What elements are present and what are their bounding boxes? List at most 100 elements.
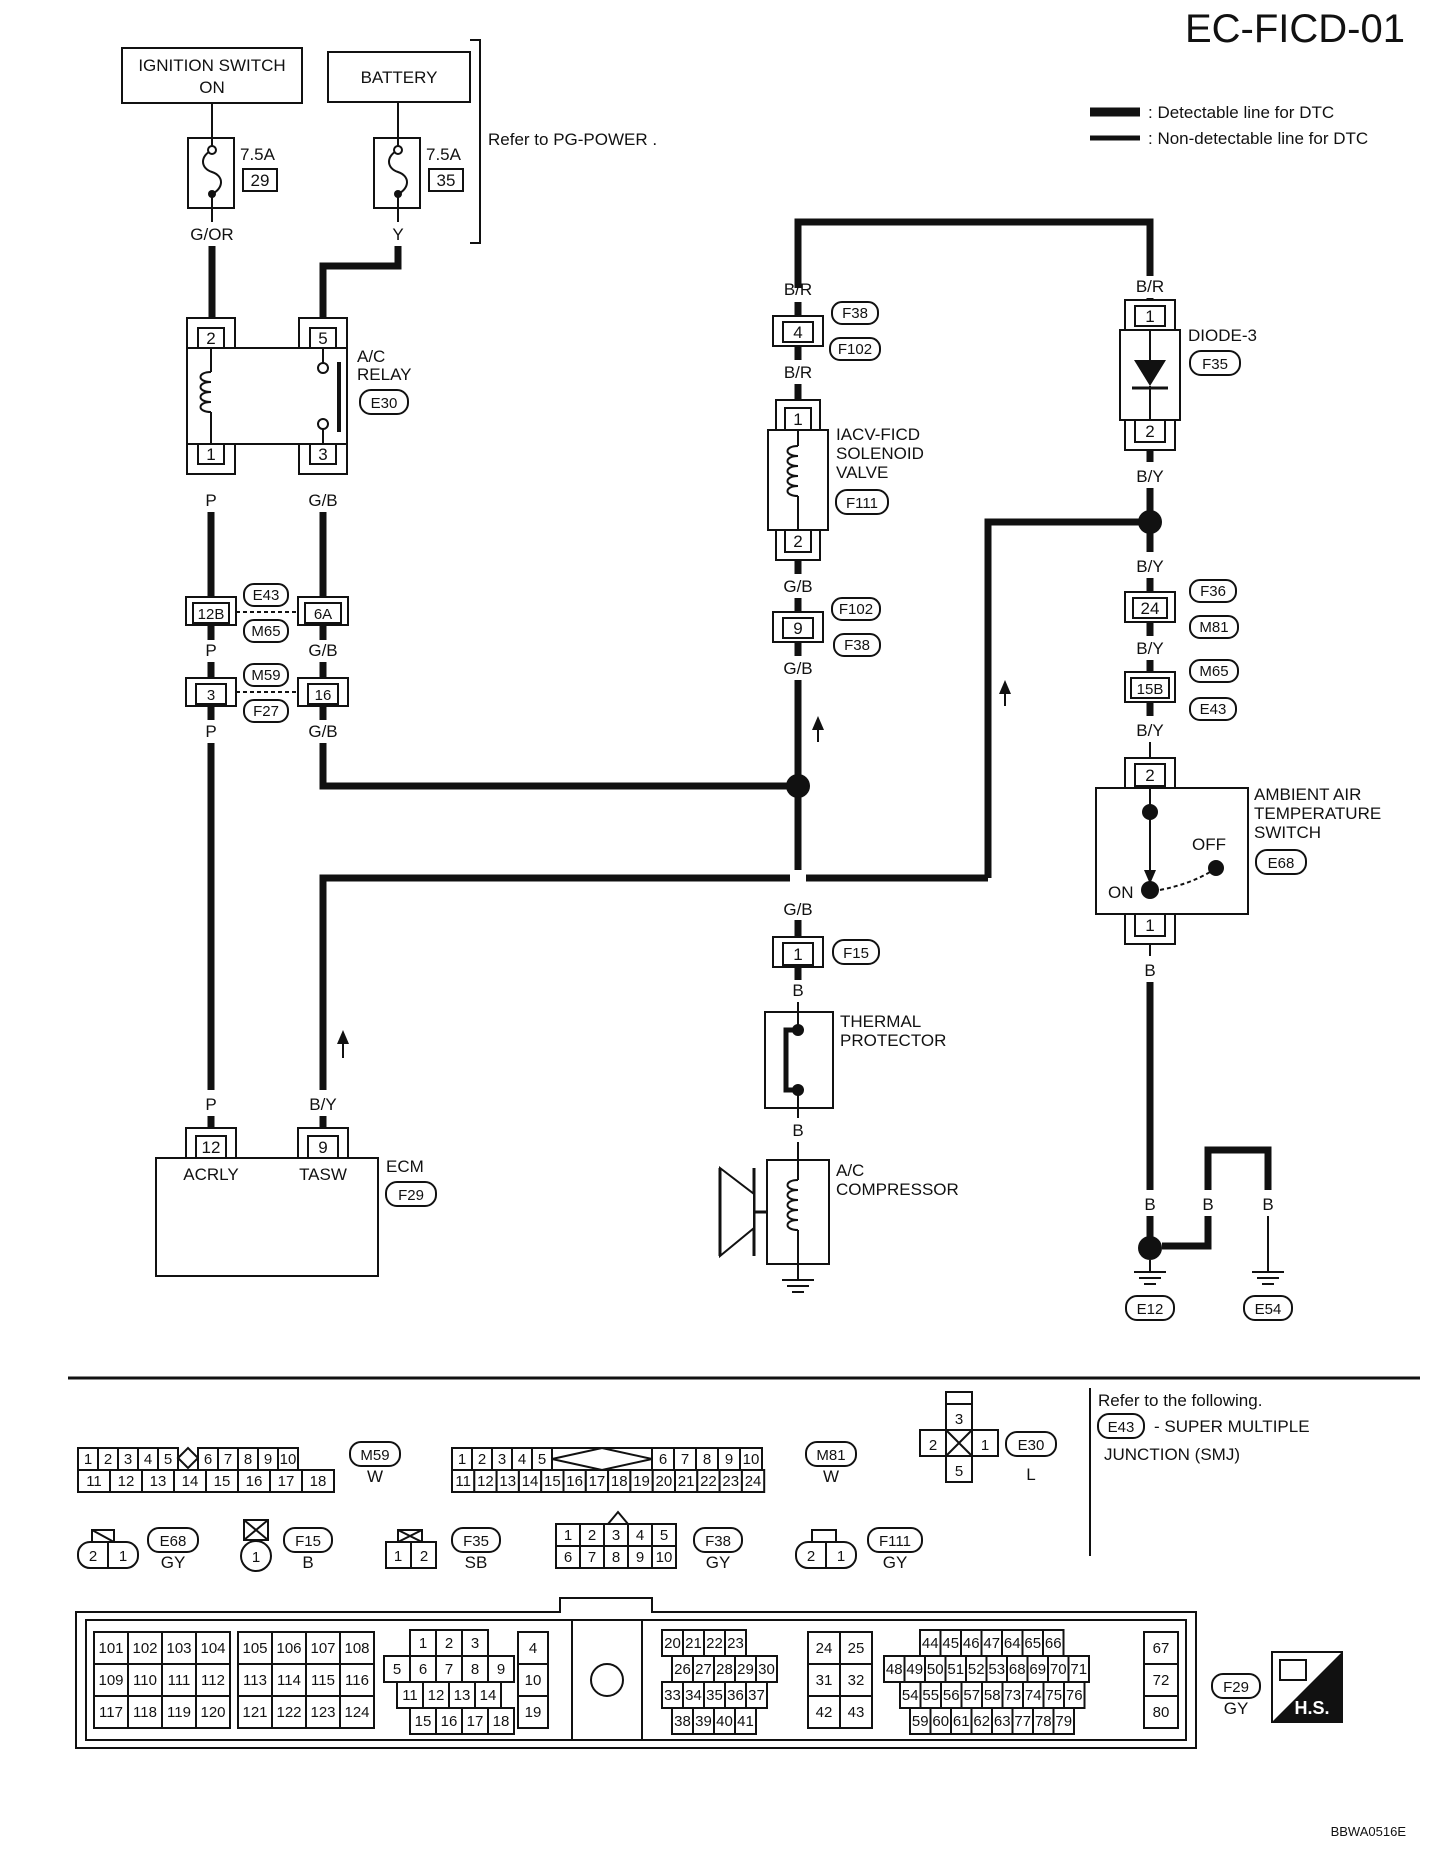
pin-label: 2 (445, 1635, 453, 1652)
svg-text:24: 24 (1141, 599, 1160, 618)
pin-cell (517, 1663, 549, 1697)
pin-label: 18 (493, 1713, 510, 1730)
pin-label: 9 (725, 1451, 733, 1468)
svg-text:B: B (1144, 1195, 1155, 1214)
thermal-protector: THERMAL PROTECTOR (764, 1011, 946, 1109)
svg-text:B: B (302, 1553, 313, 1572)
pin-label: 7 (224, 1451, 232, 1468)
pin-label: 57 (963, 1687, 980, 1704)
svg-text:3: 3 (207, 687, 215, 704)
pin-label: 1 (419, 1635, 427, 1652)
svg-text:GY: GY (161, 1553, 186, 1572)
svg-text:2: 2 (89, 1548, 97, 1565)
svg-text:G/B: G/B (783, 900, 812, 919)
pin-cell (305, 1695, 341, 1729)
pin-label: 2 (104, 1451, 112, 1468)
pin-label: 28 (716, 1661, 733, 1678)
pin-cell (1143, 1695, 1179, 1729)
svg-text:29: 29 (251, 171, 270, 190)
pin-label: 25 (848, 1640, 865, 1657)
svg-text:B: B (792, 981, 803, 1000)
pin-label: 38 (674, 1713, 691, 1730)
pin-label: 120 (200, 1704, 225, 1721)
svg-text:1: 1 (252, 1549, 260, 1566)
legend: : Detectable line for DTC : Non-detectab… (1090, 103, 1368, 148)
key-notch (607, 1510, 629, 1525)
connector-f102-f38-pin9: 9 F102 F38 (772, 597, 881, 657)
power-refer-note: Refer to PG-POWER . (488, 130, 657, 149)
pin-cell (740, 1469, 766, 1493)
battery: BATTERY (327, 51, 471, 103)
svg-text:M65: M65 (1199, 663, 1228, 680)
pin-label: 17 (278, 1473, 295, 1490)
connector-f15: 1 F15 (772, 936, 880, 968)
pin-label: 8 (244, 1451, 252, 1468)
connector-face-f35: 1 2 F35 SB (385, 1527, 501, 1572)
pin-cell (517, 1695, 549, 1729)
svg-text:1: 1 (206, 445, 215, 464)
pin-label: 10 (743, 1451, 760, 1468)
iacv-ficd-solenoid-valve: 1 2 IACV-FICD SOLENOID VALVE F111 (767, 399, 924, 561)
pin-label: 14 (480, 1687, 497, 1704)
svg-text:B/R: B/R (784, 363, 812, 382)
pin-label: 9 (264, 1451, 272, 1468)
svg-text:G/B: G/B (308, 641, 337, 660)
pin-cell (734, 1707, 757, 1735)
pin-label: 39 (695, 1713, 712, 1730)
svg-text:W: W (367, 1467, 383, 1486)
svg-text:E43: E43 (1200, 701, 1227, 718)
pin-label: 116 (345, 1672, 369, 1689)
svg-text:A/C: A/C (357, 347, 385, 366)
svg-text:P: P (205, 641, 216, 660)
pin-cell (339, 1663, 375, 1697)
pin-label: 4 (636, 1527, 644, 1544)
pin-cell (807, 1695, 841, 1729)
svg-text:P: P (205, 491, 216, 510)
joint-connector-m59-f27: 3 16 M59 F27 (185, 663, 349, 723)
pin-label: 8 (703, 1451, 711, 1468)
pin-label: 105 (242, 1640, 267, 1657)
pin-label: 9 (497, 1661, 505, 1678)
pin-label: 41 (737, 1713, 754, 1730)
wire-label-g-or: G/OR (190, 225, 233, 244)
pin-label: 18 (310, 1473, 327, 1490)
pin-label: 107 (310, 1640, 335, 1657)
svg-text:Refer to the following.: Refer to the following. (1098, 1391, 1262, 1410)
pin-label: 2 (478, 1451, 486, 1468)
pin-label: 78 (1035, 1713, 1052, 1730)
svg-text:1: 1 (837, 1548, 845, 1565)
pin-label: 5 (164, 1451, 172, 1468)
ground-network: B B B E12 E54 (1125, 1146, 1293, 1321)
svg-text:5: 5 (955, 1463, 963, 1480)
svg-text:2: 2 (807, 1548, 815, 1565)
connector-f36-m81: 24 F36 M81 (1124, 579, 1239, 639)
svg-text:IGNITION SWITCH: IGNITION SWITCH (138, 56, 285, 75)
hs-badge: H.S. (1271, 1651, 1343, 1723)
pin-label: 4 (518, 1451, 526, 1468)
ambient-air-temperature-switch: 2 OFF ON 1 AMBIENT AIR TEMPERATURE SWITC… (1095, 757, 1381, 945)
pin-label: 51 (947, 1661, 964, 1678)
svg-text:COMPRESSOR: COMPRESSOR (836, 1180, 959, 1199)
svg-text:B: B (1144, 961, 1155, 980)
connector-face-f38-id: F38 GY (693, 1527, 743, 1572)
svg-text:G/B: G/B (783, 659, 812, 678)
pin-cell (435, 1655, 463, 1683)
svg-text:RELAY: RELAY (357, 365, 412, 384)
svg-text:GY: GY (883, 1553, 908, 1572)
svg-text:W: W (823, 1467, 839, 1486)
pin-label: 47 (983, 1635, 1000, 1652)
pin-label: 101 (98, 1640, 123, 1657)
pin-label: 67 (1153, 1640, 1170, 1657)
svg-text:3: 3 (955, 1411, 963, 1428)
svg-text:E43: E43 (1108, 1419, 1135, 1436)
pin-label: 110 (133, 1672, 157, 1689)
svg-text:M81: M81 (1199, 619, 1228, 636)
svg-text:E68: E68 (1268, 855, 1295, 872)
svg-text:BATTERY: BATTERY (361, 68, 438, 87)
pin-label: 61 (953, 1713, 970, 1730)
svg-text:P: P (205, 1095, 216, 1114)
svg-text:ON: ON (199, 78, 225, 97)
pin-label: 17 (467, 1713, 484, 1730)
